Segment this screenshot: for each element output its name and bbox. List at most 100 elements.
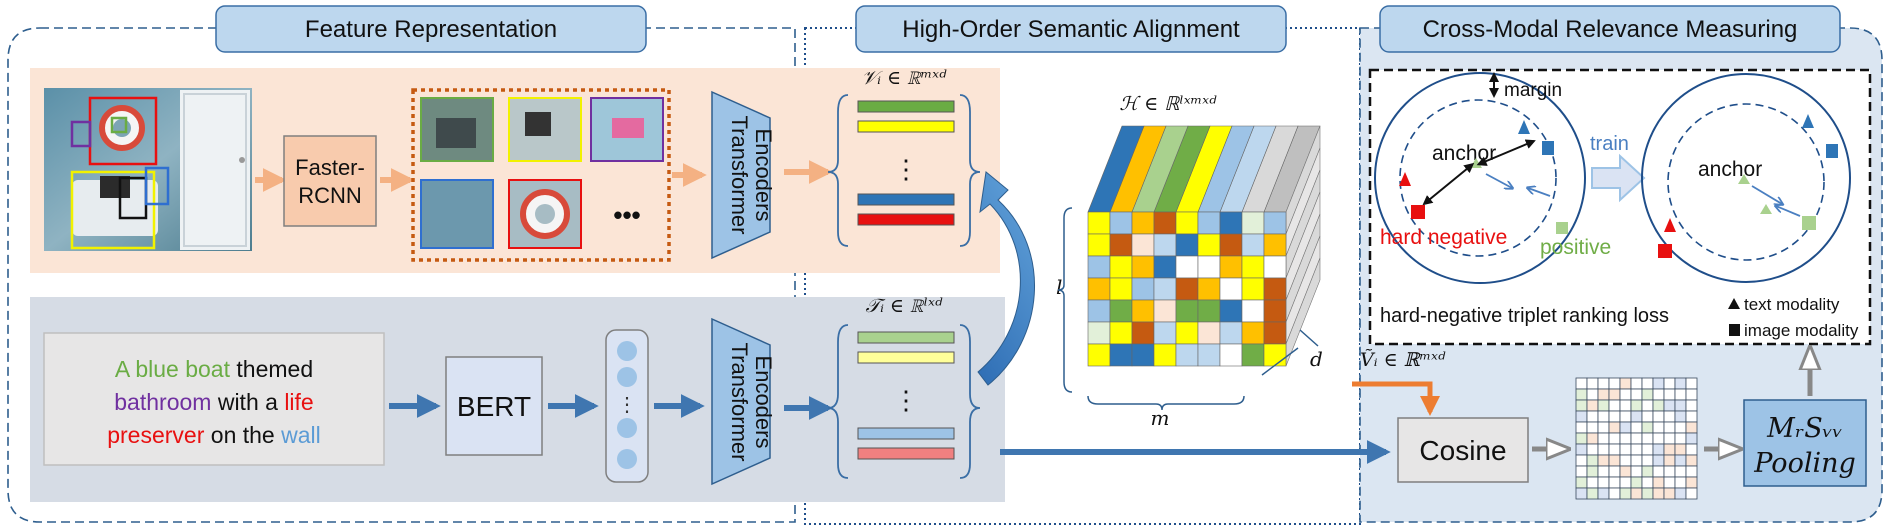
cosine-label: Cosine <box>1419 435 1506 466</box>
matrix-cell <box>1586 377 1599 390</box>
tilde-feature-label: Ṽᵢ ∈ ℝᵐˣᵈ <box>1360 349 1446 371</box>
pull-arrow <box>1528 188 1551 197</box>
detection-box <box>110 116 128 134</box>
matrix-cell <box>1597 421 1610 434</box>
token-embeddings: ⋮ <box>605 329 649 483</box>
matrix-cell <box>1630 432 1643 445</box>
tensor-cell <box>1241 343 1265 367</box>
positive-distance-arrow <box>1476 139 1536 166</box>
matrix-cell <box>1619 410 1632 423</box>
square-marker-icon <box>1802 216 1816 230</box>
matrix-cell <box>1608 388 1621 401</box>
matrix-cell <box>1641 454 1654 467</box>
caption-box: A blue boat themed bathroom with a life … <box>43 332 385 466</box>
matrix-cell <box>1685 410 1698 423</box>
matrix-cell <box>1674 399 1687 412</box>
tensor-cell <box>1219 299 1243 323</box>
matrix-cell <box>1685 432 1698 445</box>
text-feature-stack: ⋮ <box>827 324 981 479</box>
token-icon <box>617 449 637 469</box>
matrix-cell <box>1575 432 1588 445</box>
tensor-cell <box>1087 255 1111 279</box>
matrix-cell <box>1641 399 1654 412</box>
tensor-cell <box>1087 211 1111 235</box>
matrix-cell <box>1674 421 1687 434</box>
token-icon <box>617 341 637 361</box>
matrix-cell <box>1652 377 1665 390</box>
tensor-cell <box>1263 233 1287 257</box>
tensor-cell <box>1087 343 1111 367</box>
square-marker-icon <box>1658 244 1672 258</box>
matrix-cell <box>1586 487 1599 500</box>
matrix-cell <box>1597 476 1610 489</box>
tensor-cell <box>1197 233 1221 257</box>
text-feature-label: 𝒯ᵢ ∈ ℝˡˣᵈ <box>866 295 943 317</box>
square-marker-icon <box>1556 222 1568 234</box>
tensor-cell <box>1131 277 1155 301</box>
region-ellipsis: ••• <box>613 200 640 230</box>
square-marker-icon <box>1411 205 1425 219</box>
tensor-cell <box>1153 321 1177 345</box>
tensor-cell <box>1109 211 1133 235</box>
tensor-cell <box>1109 277 1133 301</box>
train-arrow <box>1591 153 1646 203</box>
feature-bar <box>857 351 955 364</box>
tensor-cell <box>1175 255 1199 279</box>
matrix-cell <box>1641 388 1654 401</box>
caption-line: bathroom with a life <box>114 389 313 415</box>
feature-bar <box>857 120 955 133</box>
tensor-cell <box>1175 233 1199 257</box>
feature-bar <box>857 427 955 440</box>
pull-arrow <box>1485 173 1512 188</box>
tensor-dim-l: l <box>1056 275 1062 299</box>
matrix-cell <box>1674 476 1687 489</box>
matrix-cell <box>1674 454 1687 467</box>
tensor-cell <box>1197 255 1221 279</box>
feature-title-box: Feature Representation <box>215 5 647 53</box>
matrix-cell <box>1619 399 1632 412</box>
anchor-triangle-icon <box>1738 174 1750 184</box>
tensor-cell <box>1087 321 1111 345</box>
matrix-cell <box>1641 465 1654 478</box>
tensor-cell <box>1131 321 1155 345</box>
square-marker-icon <box>1826 144 1838 158</box>
feature-section-border <box>7 27 796 523</box>
matrix-cell <box>1597 399 1610 412</box>
relevance-title: Cross-Modal Relevance Measuring <box>1423 16 1798 43</box>
matrix-cell <box>1630 476 1643 489</box>
matrix-cell <box>1674 487 1687 500</box>
matrix-cell <box>1608 377 1621 390</box>
matrix-cell <box>1663 421 1676 434</box>
matrix-cell <box>1652 432 1665 445</box>
faster-rcnn-label-2: RCNN <box>298 183 362 208</box>
tensor-cell <box>1219 255 1243 279</box>
legend-image-modality: image modality <box>1744 321 1859 340</box>
square-marker-icon <box>1729 324 1740 336</box>
matrix-cell <box>1608 410 1621 423</box>
tensor-cell <box>1131 211 1155 235</box>
matrix-cell <box>1663 388 1676 401</box>
tensor-cell <box>1197 299 1221 323</box>
tensor-dim-d: d <box>1310 347 1323 371</box>
token-dots: ⋮ <box>617 392 637 416</box>
matrix-cell <box>1630 399 1643 412</box>
margin-circle <box>1399 99 1557 257</box>
matrix-cell <box>1652 487 1665 500</box>
matrix-cell <box>1663 465 1676 478</box>
matrix-cell <box>1608 399 1621 412</box>
matrix-cell <box>1685 377 1698 390</box>
tensor-cell <box>1175 277 1199 301</box>
tensor-cell <box>1109 343 1133 367</box>
feature-bar <box>857 331 955 344</box>
matrix-cell <box>1641 421 1654 434</box>
tensor-cell <box>1131 299 1155 323</box>
feature-bar <box>857 213 955 226</box>
tensor-cell <box>1219 343 1243 367</box>
matrix-cell <box>1597 377 1610 390</box>
matrix-cell <box>1619 487 1632 500</box>
matrix-cell <box>1619 476 1632 489</box>
tensor-cell <box>1131 343 1155 367</box>
tensor-cell <box>1263 299 1287 323</box>
tensor-cell <box>1263 321 1287 345</box>
